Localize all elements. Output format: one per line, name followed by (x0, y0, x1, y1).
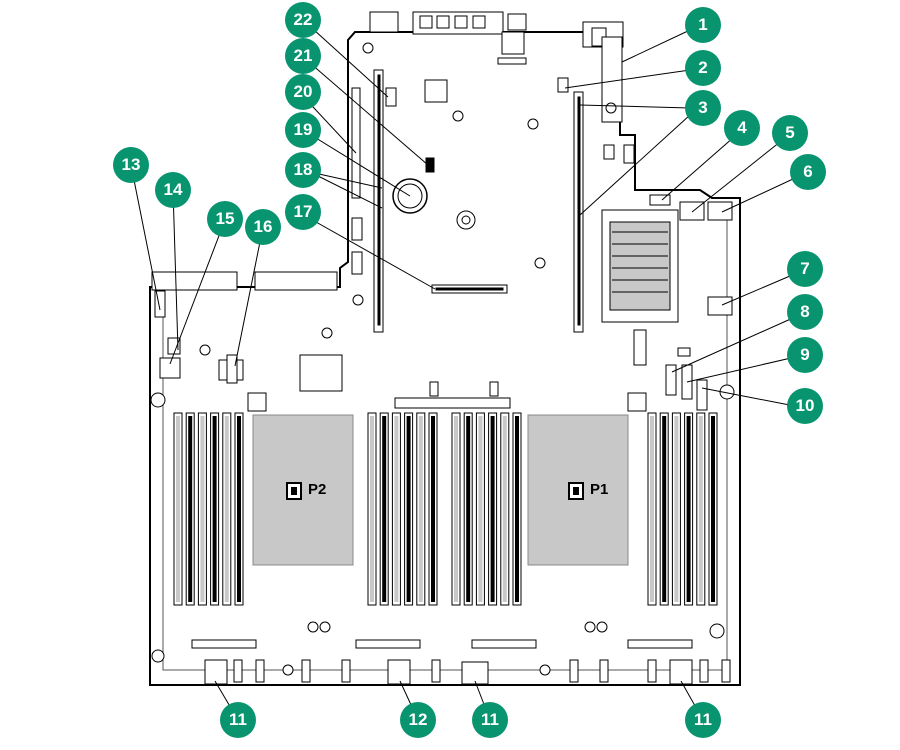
chipset-heatsink (601, 209, 679, 323)
callout-13: 13 (113, 147, 149, 183)
dimm-slot-key (490, 416, 495, 602)
p2-chip-icon (286, 482, 302, 500)
dimm-slot-key (662, 416, 667, 602)
dimm-slot-key (224, 416, 229, 602)
p1-chip-icon (568, 482, 584, 500)
callout-12: 12 (400, 702, 436, 738)
dimm-slot-key (674, 416, 679, 602)
dimm-slot-key (711, 416, 715, 602)
rear-io-connectors (369, 11, 624, 48)
dimm-slot-key (478, 416, 483, 602)
callout-9: 9 (787, 337, 823, 373)
callout-1: 1 (685, 7, 721, 43)
callout-8: 8 (787, 294, 823, 330)
leader-lines (130, 19, 809, 721)
callout-2: 2 (685, 50, 721, 86)
callout-7: 7 (787, 251, 823, 287)
dimm-slot-key (698, 416, 703, 602)
processor-p1-label: P1 (590, 481, 609, 498)
left-connectors (151, 271, 338, 318)
callout-5: 5 (772, 115, 808, 151)
dimm-slot-key (188, 416, 193, 602)
callout-11-middle: 11 (472, 702, 508, 738)
dimm-slot-key (502, 416, 507, 602)
callout-3: 3 (685, 90, 721, 126)
dimm-slot-key (212, 416, 217, 602)
callout-6: 6 (790, 154, 826, 190)
callout-19: 19 (285, 112, 321, 148)
callout-10: 10 (787, 388, 823, 424)
dimm-slot-key (176, 416, 180, 602)
dimm-slot-key (454, 416, 458, 602)
dimm-slot-key (394, 416, 399, 602)
dimm-slot-key (466, 416, 471, 602)
dimm-slot-key (200, 416, 205, 602)
processor-p2-label: P2 (308, 481, 327, 498)
callout-14: 14 (155, 172, 191, 208)
processor-clips (247, 381, 647, 412)
callout-11-right: 11 (685, 702, 721, 738)
callout-15: 15 (207, 201, 243, 237)
callout-20: 20 (285, 74, 321, 110)
dimm-slot-key (237, 416, 241, 602)
dimm-slot-key (418, 416, 423, 602)
dimm-slot-key (686, 416, 691, 602)
callout-22: 22 (285, 2, 321, 38)
dimm-slot-key (431, 416, 435, 602)
board-outline (149, 31, 741, 686)
callout-18: 18 (285, 152, 321, 188)
dimm-slot-key (382, 416, 387, 602)
callout-21: 21 (285, 38, 321, 74)
dimm-slot-key (370, 416, 374, 602)
callout-17: 17 (285, 194, 321, 230)
callout-16: 16 (245, 209, 281, 245)
riser-slots (351, 36, 623, 333)
dimm-slot-key (650, 416, 654, 602)
callout-4: 4 (724, 110, 760, 146)
bottom-connectors (150, 392, 731, 685)
dimm-slot-key (406, 416, 411, 602)
dimm-slot-key (515, 416, 519, 602)
callout-11-left: 11 (220, 702, 256, 738)
misc-components (159, 31, 691, 392)
dimm-slots (173, 412, 718, 606)
